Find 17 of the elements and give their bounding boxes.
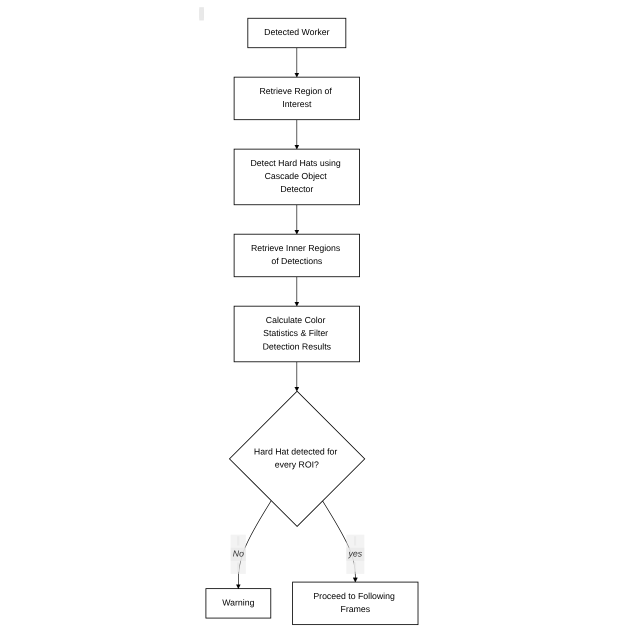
arrow [294, 276, 300, 306]
node-box: Detect Hard Hats using Cascade Object Detector [234, 148, 360, 206]
node-box: Retrieve Inner Regions of Detections [234, 234, 360, 278]
node-box: Detected Worker [248, 18, 347, 48]
arrow [294, 204, 300, 234]
edge-label: No [233, 549, 244, 559]
arrow [236, 500, 272, 589]
edge-label: yes [348, 549, 362, 559]
arrow [294, 47, 300, 78]
node-diamond: Hard Hat detected for every ROI? [229, 390, 366, 528]
arrow [322, 500, 358, 582]
node-box: Proceed to Following Frames [292, 582, 419, 626]
node-box: Retrieve Region of Interest [234, 76, 360, 120]
arrow [294, 119, 300, 150]
node-box: Warning [206, 588, 272, 618]
node-box: Calculate Color Statistics & Filter Detection Results [234, 306, 360, 362]
arrow [294, 361, 300, 392]
